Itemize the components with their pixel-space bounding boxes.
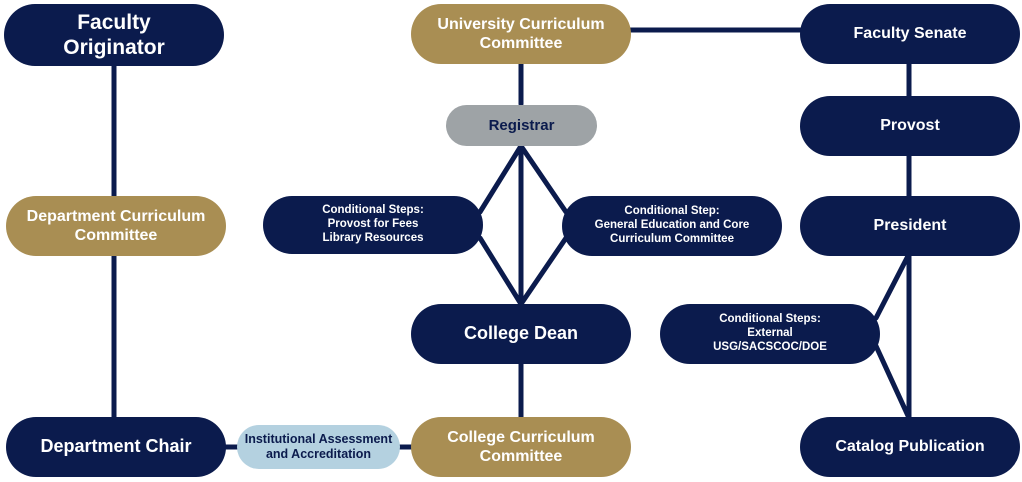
conditional-fees-label: Conditional Steps: Provost for Fees Libr… [322,204,424,244]
university-curriculum-committee-node: University Curriculum Committee [411,4,631,64]
college-dean-node: College Dean [411,304,631,364]
department-curriculum-committee-label: Department Curriculum Committee [26,207,206,244]
department-chair-label: Department Chair [40,436,192,457]
connector-gened-dean [518,235,569,307]
college-curriculum-committee-label: College Curriculum Committee [447,428,595,465]
president-node: President [800,196,1020,256]
connector-fees-dean [477,235,524,307]
college-curriculum-committee-node: College Curriculum Committee [411,417,631,477]
conditional-gened-node: Conditional Step: General Education and … [562,196,782,256]
institutional-assessment-label: Institutional Assessment and Accreditati… [244,432,393,461]
conditional-external-label: Conditional Steps: External USG/SACSCOC/… [713,313,827,353]
faculty-senate-label: Faculty Senate [853,25,967,43]
faculty-originator-node: Faculty Originator [4,4,224,66]
registrar-label: Registrar [488,116,555,134]
catalog-publication-node: Catalog Publication [800,417,1020,477]
department-chair-node: Department Chair [6,417,226,477]
institutional-assessment-node: Institutional Assessment and Accreditati… [237,425,400,469]
department-curriculum-committee-node: Department Curriculum Committee [6,196,226,256]
catalog-publication-label: Catalog Publication [835,438,985,456]
president-label: President [873,217,947,235]
registrar-node: Registrar [446,105,597,146]
faculty-originator-label: Faculty Originator [63,10,165,59]
conditional-fees-node: Conditional Steps: Provost for Fees Libr… [263,196,483,254]
connector-president-external [873,251,912,321]
conditional-gened-label: Conditional Step: General Education and … [594,205,750,245]
connector-external-catalog [873,343,912,421]
university-curriculum-committee-label: University Curriculum Committee [437,15,605,52]
provost-label: Provost [880,117,940,135]
connector-registrar-gened [518,143,569,215]
college-dean-label: College Dean [463,323,579,344]
conditional-external-node: Conditional Steps: External USG/SACSCOC/… [660,304,880,364]
faculty-senate-node: Faculty Senate [800,4,1020,64]
provost-node: Provost [800,96,1020,156]
connector-registrar-fees [477,143,524,215]
